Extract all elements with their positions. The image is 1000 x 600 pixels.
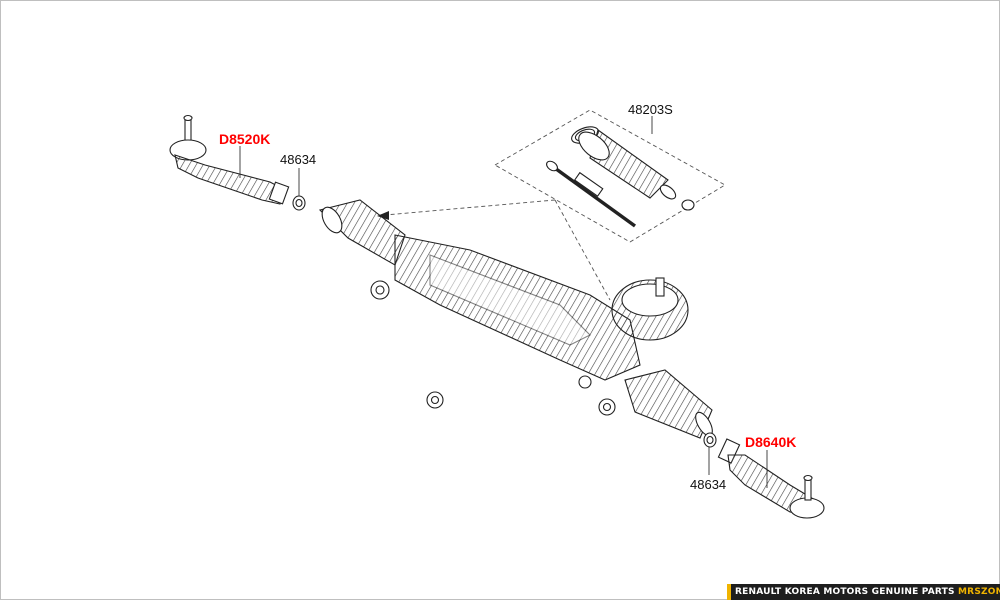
callout-leaders [239,116,768,488]
callout-left-tie-rod-end[interactable]: D8520K [219,131,271,147]
callout-boot-kit[interactable]: 48203S [628,102,673,117]
right-tie-rod-end [717,438,825,519]
steering-rack-body [318,199,713,439]
callout-right-nut[interactable]: 48634 [690,477,727,492]
right-nut [703,432,717,448]
boot-kit-parts [546,126,695,228]
footer-label: RENAULT KOREA MOTORS GENUINE PARTS [735,587,955,597]
left-tie-rod-end [169,114,290,205]
footer-brand: MRSZONE [958,587,1000,597]
footer-caption: RENAULT KOREA MOTORS GENUINE PARTS MRSZO… [735,587,1000,597]
callout-left-nut[interactable]: 48634 [280,152,317,167]
boot-kit-leader-lines [384,199,611,301]
boot-kit-dashed-box [494,109,726,243]
leader-arrowhead [377,211,389,220]
left-nut [292,195,306,211]
callout-right-tie-rod-end[interactable]: D8640K [745,434,797,450]
footer-banner [727,584,1000,600]
footer-accent-stripe [727,584,731,600]
